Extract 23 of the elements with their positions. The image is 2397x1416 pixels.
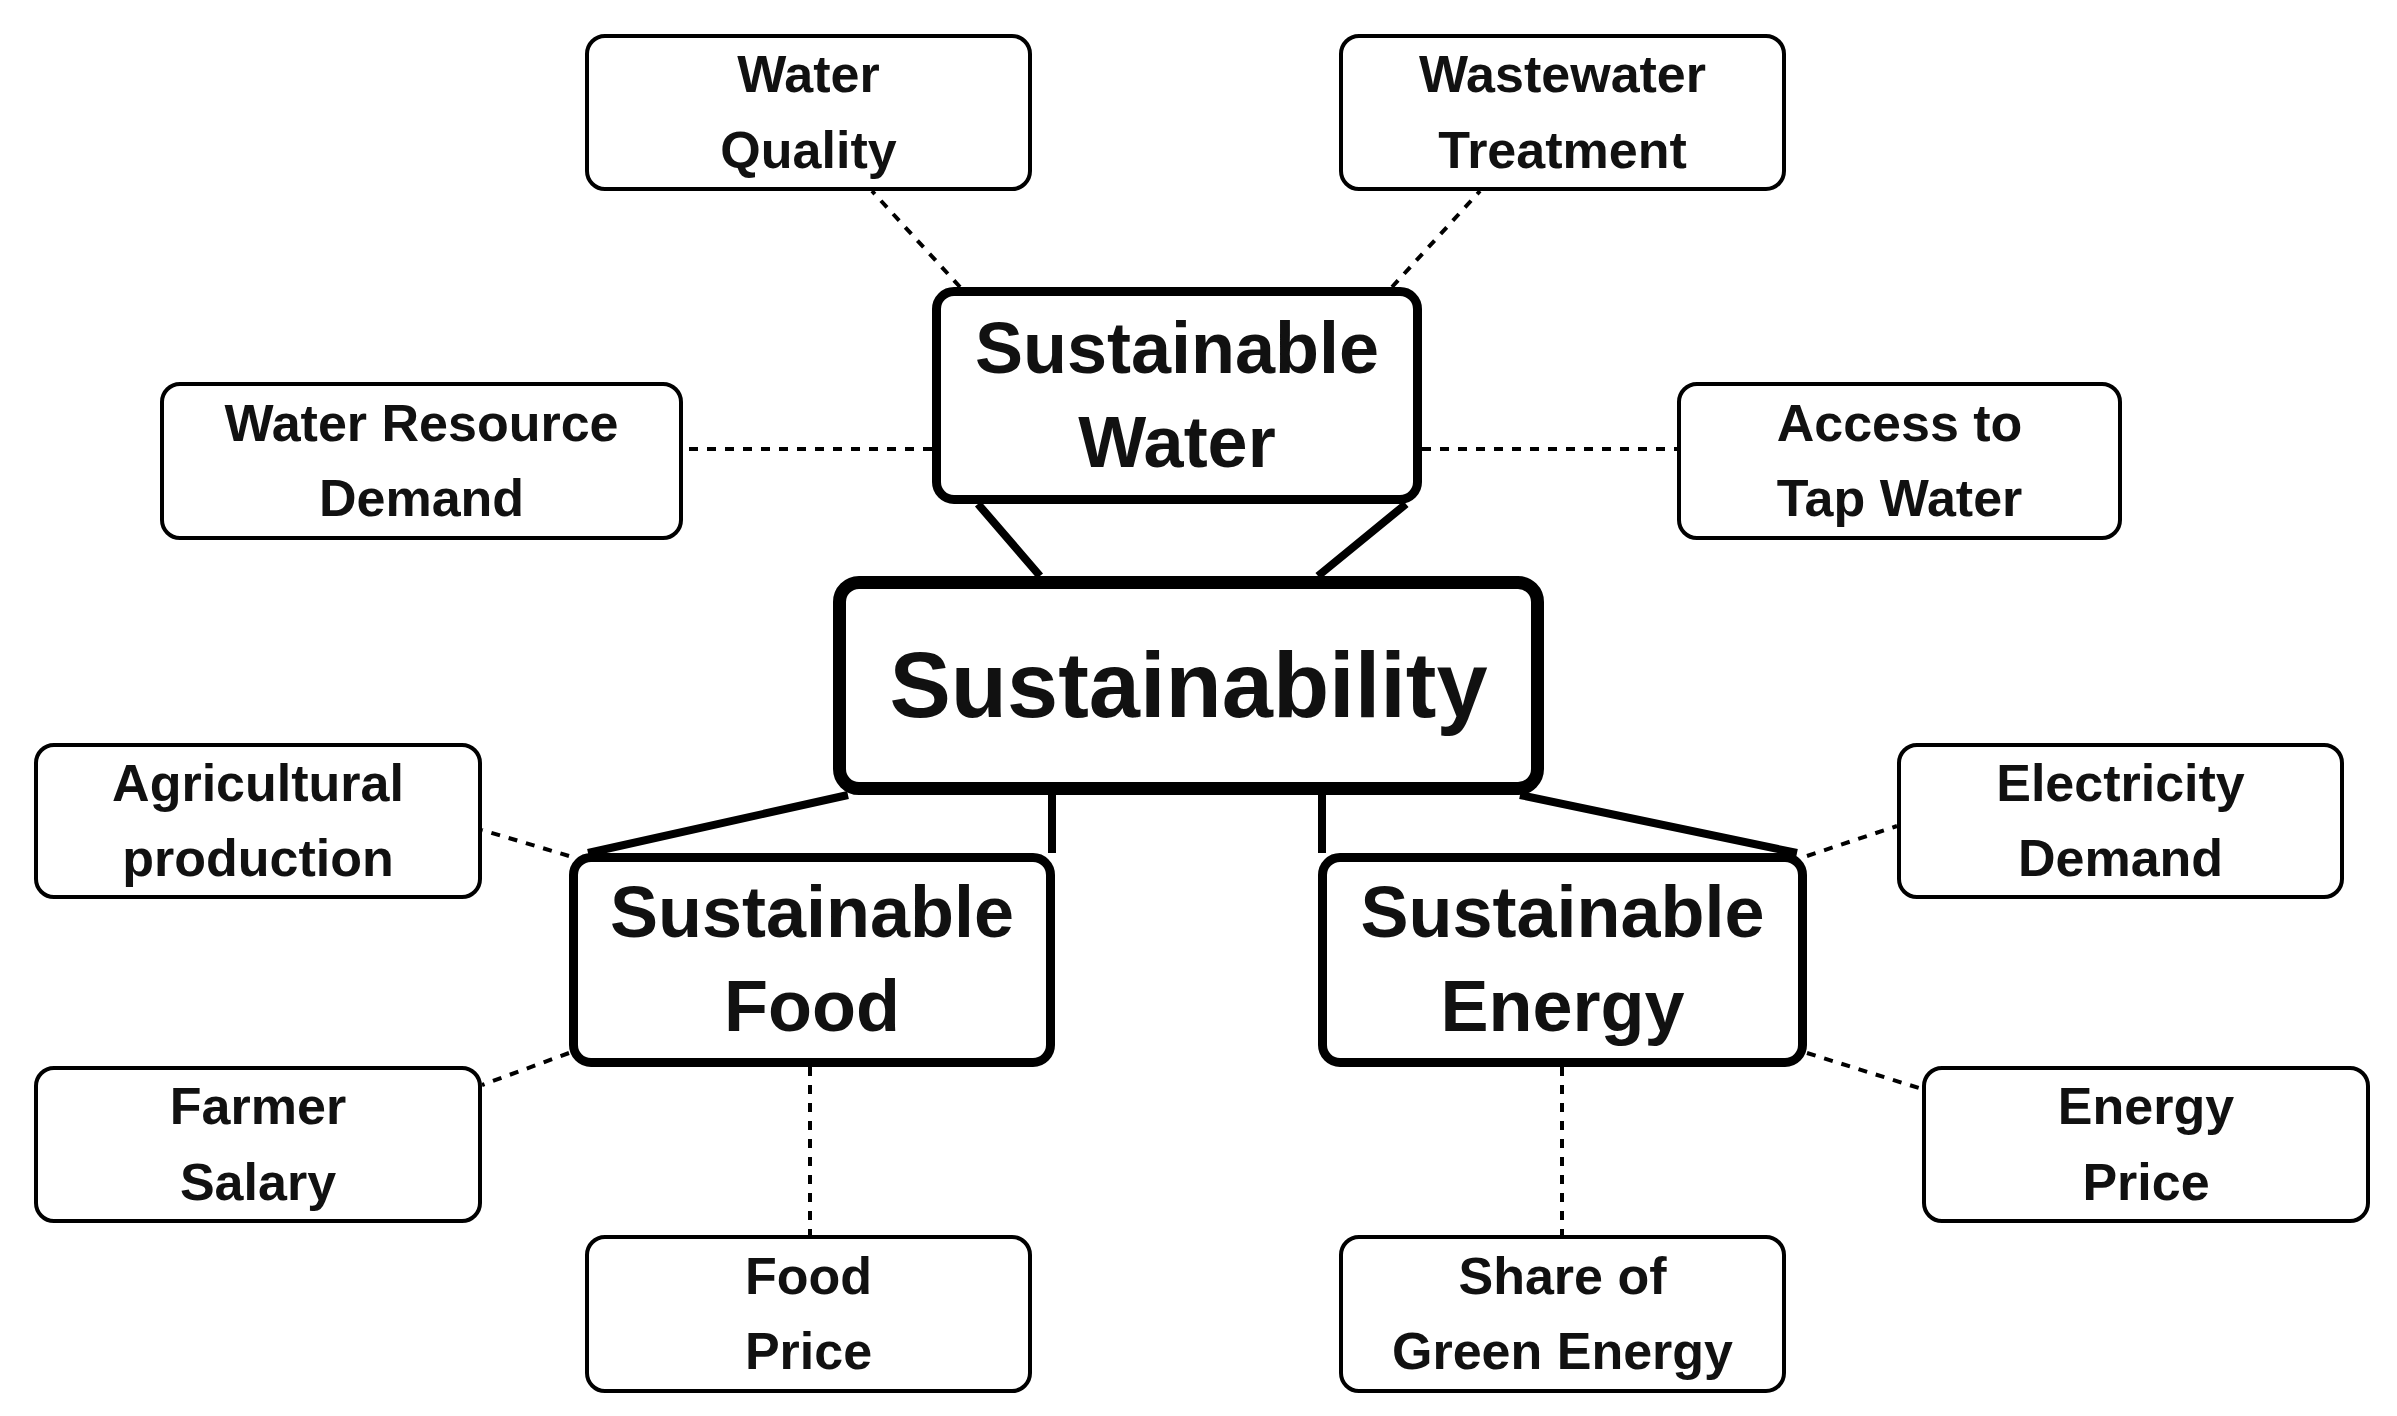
- indicator-box: Access to Tap Water: [1677, 382, 2122, 540]
- indicator-box: Food Price: [585, 1235, 1032, 1393]
- indicator-box: Water Resource Demand: [160, 382, 683, 540]
- indicator-box: Agricultural production: [34, 743, 482, 899]
- dashed-line: [1806, 824, 1898, 858]
- indicator-box: Energy Price: [1922, 1066, 2370, 1223]
- dashed-line: [1422, 447, 1677, 451]
- main-box: Sustainability: [833, 576, 1544, 795]
- indicator-box: Share of Green Energy: [1339, 1235, 1786, 1393]
- category-box: Sustainable Water: [932, 287, 1422, 504]
- dashed-line: [870, 189, 962, 289]
- indicator-box: Electricity Demand: [1897, 743, 2344, 899]
- dashed-line: [481, 1051, 570, 1087]
- dashed-line: [808, 1067, 812, 1235]
- indicator-box: Water Quality: [585, 34, 1032, 191]
- category-box: Sustainable Energy: [1318, 853, 1807, 1067]
- connector: [1318, 791, 1801, 857]
- indicator-box: Farmer Salary: [34, 1066, 482, 1223]
- category-box: Sustainable Food: [569, 853, 1055, 1067]
- dashed-line: [481, 828, 570, 858]
- dashed-line: [1390, 189, 1482, 289]
- dashed-line: [1560, 1067, 1564, 1235]
- indicator-box: Wastewater Treatment: [1339, 34, 1786, 191]
